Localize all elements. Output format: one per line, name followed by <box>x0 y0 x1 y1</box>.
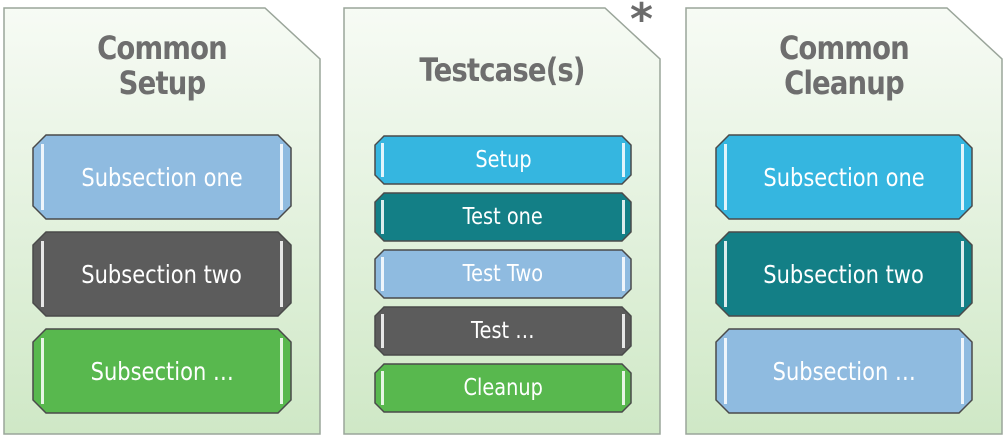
box-label: Subsection two <box>763 259 925 289</box>
box-label: Test one <box>462 204 544 230</box>
panel-title: Testcase(s) <box>419 51 585 89</box>
box-subsection-two: Subsection two <box>715 231 973 317</box>
asterisk-marker: * <box>630 0 654 45</box>
box-label: Test Two <box>462 261 544 287</box>
box-label: Subsection one <box>763 162 925 192</box>
box-label: Subsection … <box>772 356 916 386</box>
box-label: Subsection … <box>90 356 234 386</box>
common-cleanup-panel: Common Cleanup Subsection one Subsection… <box>685 7 1003 435</box>
box-label: Setup <box>474 147 532 173</box>
box-subsection-one: Subsection one <box>32 134 292 220</box>
testcases-panel: Testcase(s) Setup Test one Test Two Test… <box>343 7 661 435</box>
box-label: Cleanup <box>463 375 543 401</box>
box-cleanup: Cleanup <box>374 363 632 413</box>
box-test-two: Test Two <box>374 249 632 299</box>
box-test-one: Test one <box>374 192 632 242</box>
box-label: Subsection two <box>81 259 243 289</box>
box-subsection-two: Subsection two <box>32 231 292 317</box>
box-label: Subsection one <box>81 162 243 192</box>
panel-title: Common Setup <box>97 29 228 102</box>
box-setup: Setup <box>374 135 632 185</box>
box-subsection-more: Subsection … <box>32 328 292 414</box>
box-label: Test … <box>471 318 535 344</box>
box-subsection-one: Subsection one <box>715 134 973 220</box>
box-subsection-more: Subsection … <box>715 328 973 414</box>
panel-title: Common Cleanup <box>779 29 910 102</box>
common-setup-panel: Common Setup Subsection one Subsection t… <box>3 7 321 435</box>
box-test-more: Test … <box>374 306 632 356</box>
